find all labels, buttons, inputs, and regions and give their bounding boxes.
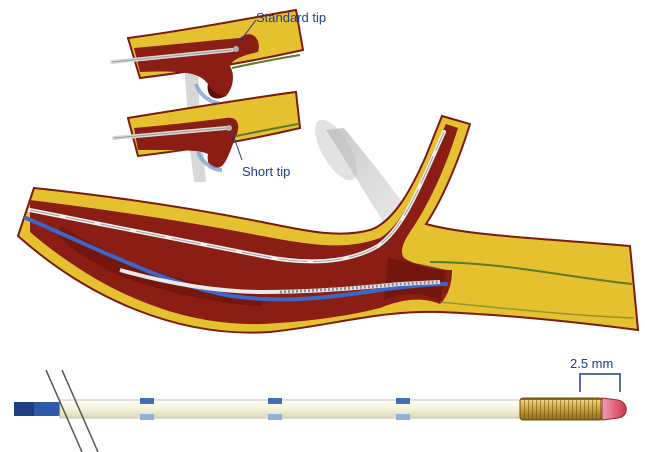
main-vessel <box>18 114 638 333</box>
dimension-label: 2.5 mm <box>570 356 613 371</box>
dimension-bracket <box>580 374 620 392</box>
catheter-device: 2.5 mm <box>14 356 626 452</box>
red-tip <box>602 398 626 420</box>
catheter-shaft <box>60 400 520 418</box>
short-tip-label: Short tip <box>242 164 290 179</box>
short-tip-inset: Short tip <box>114 92 300 182</box>
standard-tip-label: Standard tip <box>256 10 326 25</box>
coil-section <box>520 398 602 420</box>
